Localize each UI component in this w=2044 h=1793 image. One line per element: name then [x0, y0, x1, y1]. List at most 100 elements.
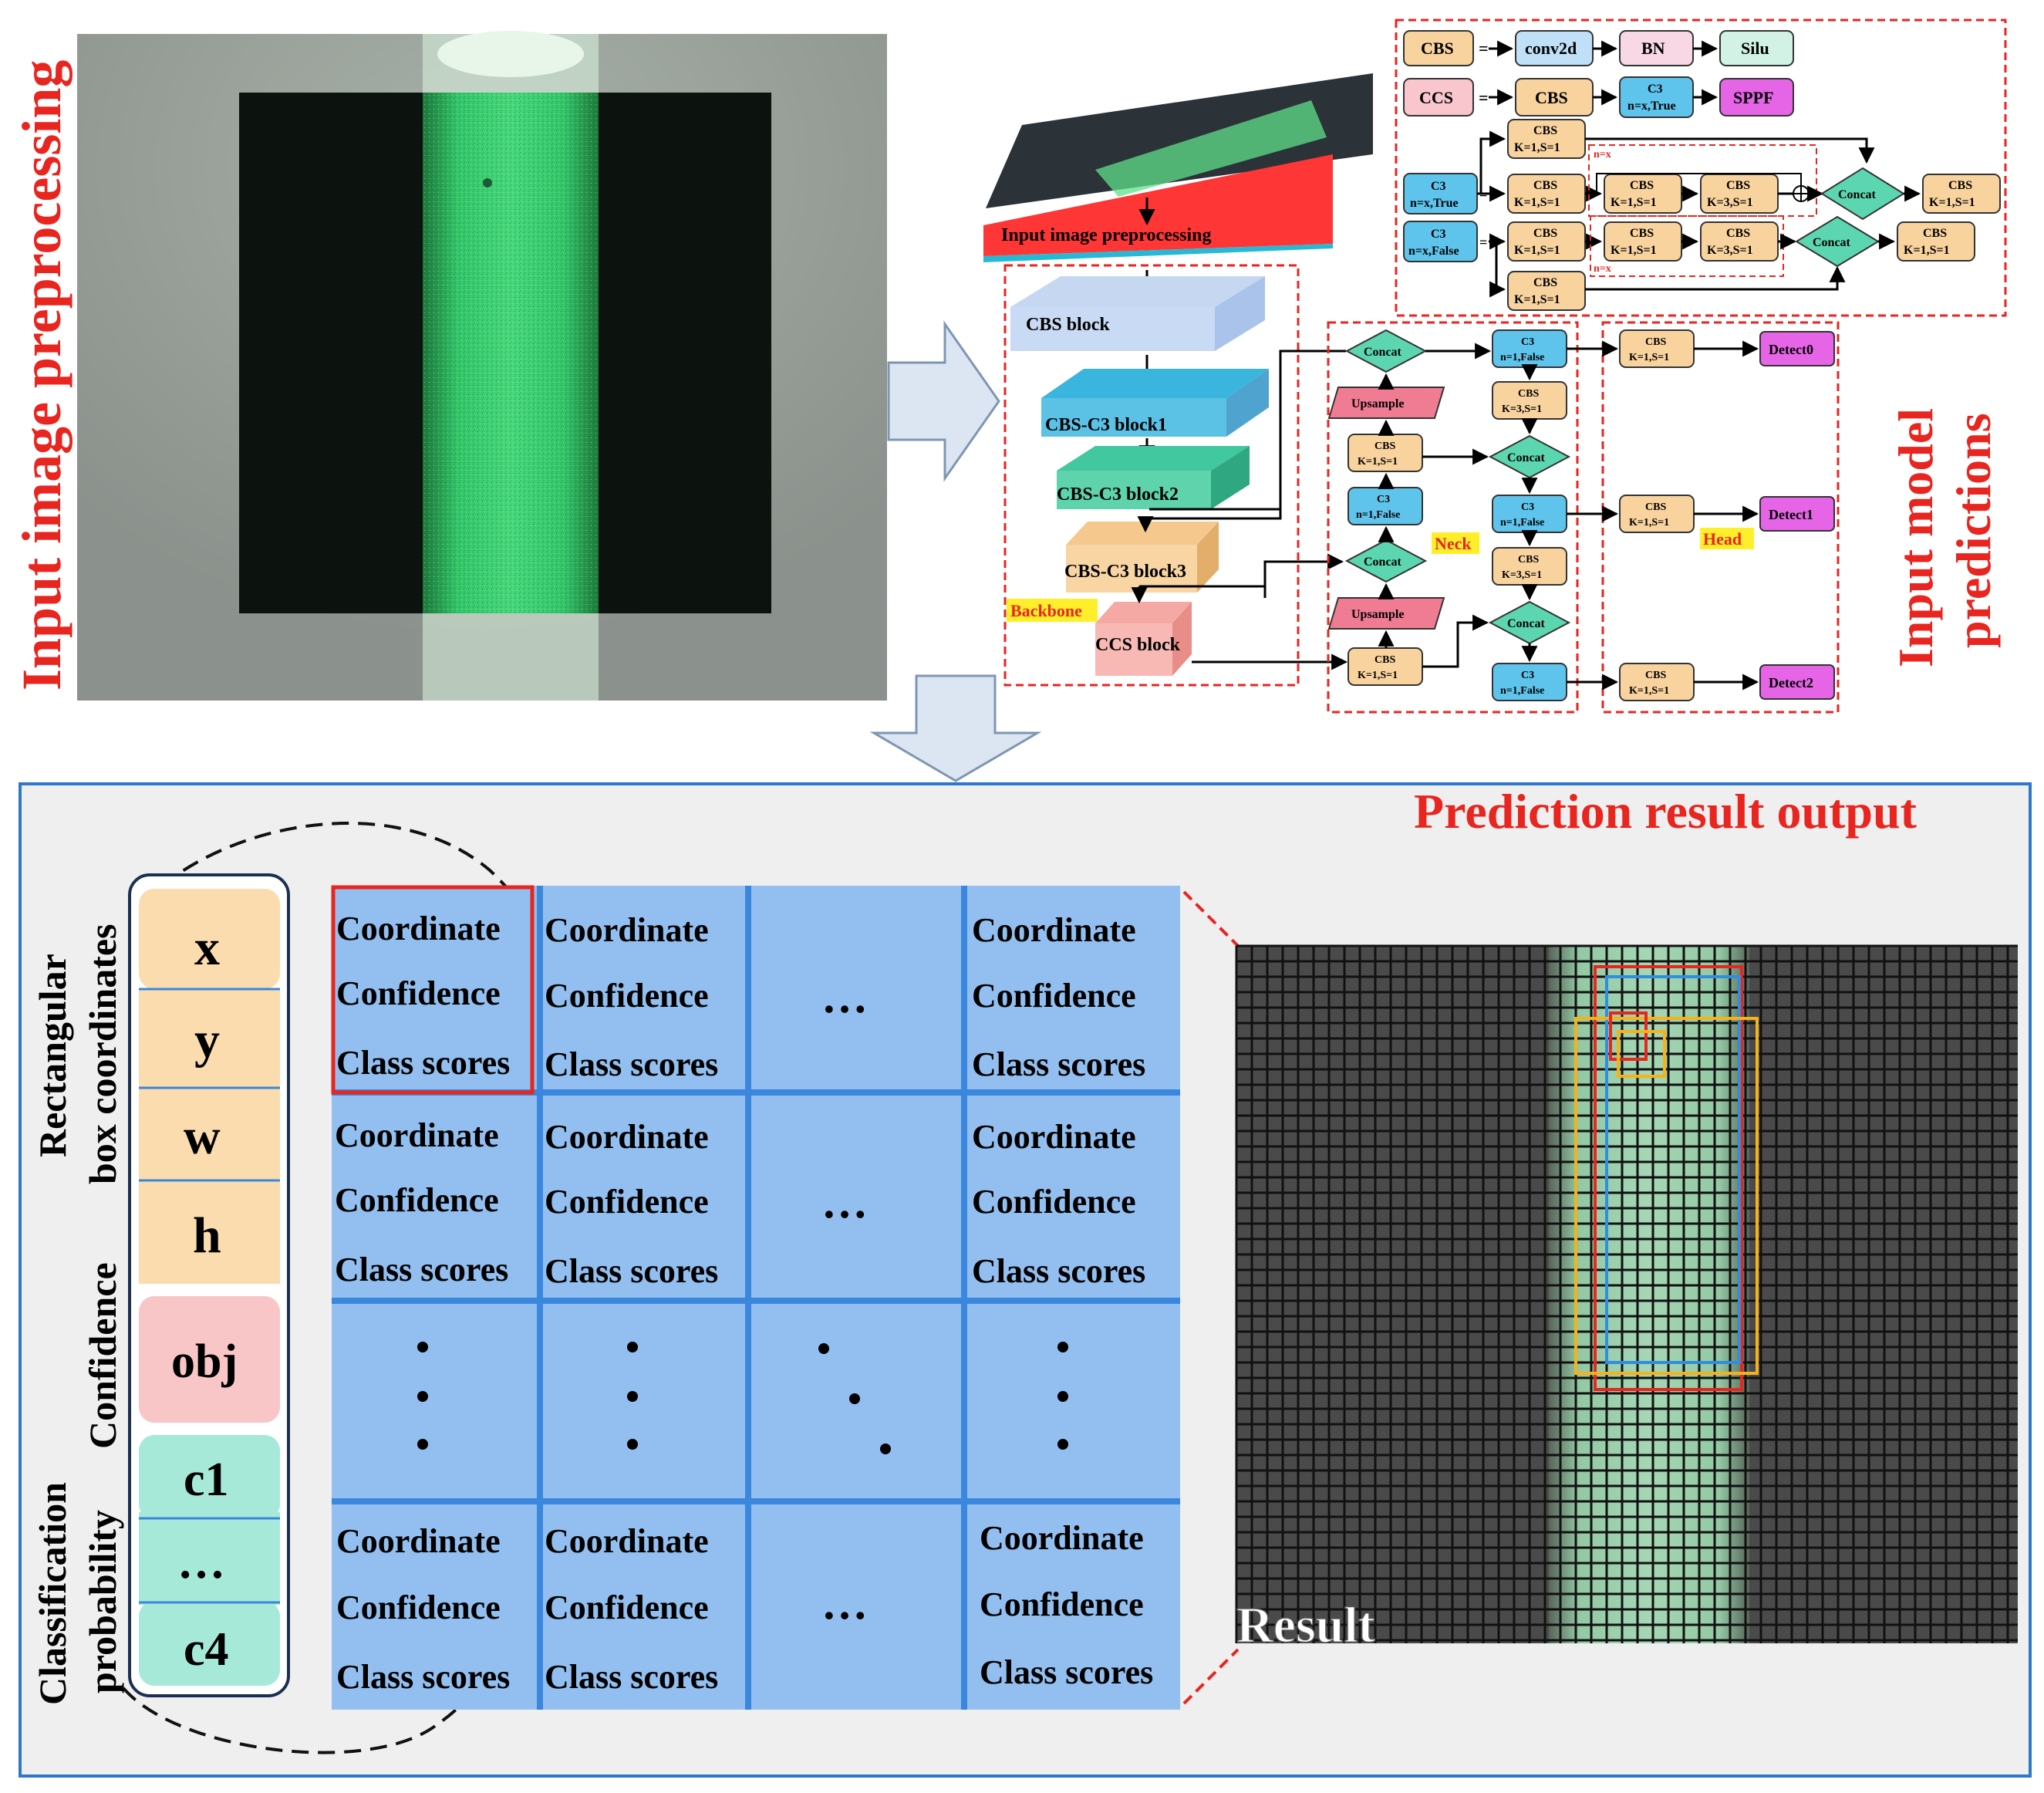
cell-confidence: Confidence: [545, 1589, 709, 1626]
neck-r-c3-3-args: n=1,False: [1500, 685, 1544, 697]
c3false-label: C3: [1431, 228, 1446, 241]
vec-obj: obj: [171, 1335, 238, 1388]
c3false-bottom: CBS: [1533, 276, 1557, 289]
cell-confidence: Confidence: [335, 1181, 499, 1219]
legend-silu: Silu: [1741, 39, 1769, 58]
vec-ellipsis: …: [177, 1536, 225, 1589]
c3true-repeat: n=x: [1594, 149, 1611, 160]
c3true-main-k: K=1,S=1: [1514, 196, 1560, 209]
vec-x: x: [194, 920, 220, 976]
c3true-inner1: CBS: [1630, 179, 1654, 192]
head-section: CBS K=1,S=1 Detect0 CBS K=1,S=1 Detect1 …: [1567, 321, 1840, 714]
stack-preprocess-label: Input image preprocessing: [1001, 225, 1211, 245]
c3true-label: C3: [1431, 180, 1446, 193]
c3true-top-k: K=1,S=1: [1514, 141, 1560, 154]
neck-c3-1-args: n=1,False: [1356, 509, 1400, 521]
grid-cell: Coordinate Confidence Class scores: [972, 1118, 1145, 1290]
grid-cell: Coordinate Confidence Class scores: [545, 911, 718, 1083]
vec-c1: c1: [184, 1454, 229, 1506]
cell-confidence: Confidence: [545, 1183, 709, 1221]
result-image: Result: [1235, 944, 2018, 1654]
c3true-concat: [1820, 167, 1905, 221]
side-conf-1: Confidence: [81, 1262, 124, 1449]
bbox-orange: [1574, 1017, 1759, 1375]
legend-ccs-c3-args: n=x,True: [1627, 100, 1676, 113]
bbox-small-orange: [1617, 1030, 1666, 1078]
block-ccs: CCS block: [1095, 635, 1181, 655]
c3true-concat-label: Concat: [1838, 188, 1877, 201]
head-cbs-1-k: K=1,S=1: [1629, 517, 1669, 528]
head-cbs-2: CBS: [1645, 670, 1666, 681]
cell-coordinate: Coordinate: [972, 1118, 1136, 1156]
side-rect-2: box coordinates: [81, 924, 124, 1185]
module-legend: CBS = conv2d BN Silu CCS = CBS C3 n=x,Tr…: [1395, 19, 2007, 317]
neck-concat-1: Concat: [1364, 346, 1402, 359]
left-vertical-title: Input image preprocessing: [11, 60, 73, 691]
head-cbs-1: CBS: [1645, 501, 1666, 513]
c3true-main-cbs: CBS: [1533, 179, 1557, 192]
neck-r-concat-2: Concat: [1507, 617, 1546, 630]
preprocessing-photo: [77, 31, 887, 701]
neck-upsample-1: Upsample: [1351, 397, 1404, 410]
cell-coordinate: Coordinate: [336, 910, 501, 947]
c3false-inner1-k: K=1,S=1: [1611, 244, 1657, 257]
cell-coordinate: Coordinate: [545, 1522, 709, 1560]
side-rect-1: Rectangular: [31, 954, 74, 1157]
grid-cell: Coordinate Confidence Class scores: [336, 910, 510, 1082]
neck-cbs-2-k: K=1,S=1: [1358, 670, 1398, 681]
vertical-ellipsis: [417, 1342, 1068, 1454]
row-ellipsis: …: [821, 1578, 868, 1629]
output-title: Prediction result output: [1414, 784, 1918, 839]
neck-tag: Neck: [1435, 534, 1472, 553]
cell-confidence: Confidence: [336, 974, 501, 1012]
c3false-args: n=x,False: [1408, 245, 1459, 258]
c3true-out-k: K=1,S=1: [1929, 196, 1975, 209]
grid-cell: Coordinate Confidence Class scores: [545, 1118, 718, 1290]
c3false-inner2-k: K=3,S=1: [1707, 244, 1753, 257]
neck-section: Concat Upsample CBS K=1,S=1 C3 n=1,False…: [1327, 321, 1579, 714]
detect-1: Detect1: [1769, 507, 1813, 522]
c3true-top-cbs: CBS: [1533, 124, 1557, 137]
head-cbs-2-k: K=1,S=1: [1629, 685, 1669, 697]
vec-c4: c4: [184, 1623, 229, 1676]
legend-ccs-c3: C3: [1648, 83, 1663, 96]
right-vertical-title-1: Input model: [1888, 408, 1943, 667]
to-model-arrow: [887, 320, 1000, 482]
cell-class-scores: Class scores: [972, 1252, 1145, 1290]
grid-cell: Coordinate Confidence Class scores: [545, 1522, 718, 1696]
c3false-repeat: n=x: [1594, 263, 1611, 275]
backbone-frame: [1003, 264, 1300, 687]
highlighted-cell: [331, 885, 535, 1095]
row-ellipsis: …: [821, 971, 868, 1022]
side-class-1: Classification: [31, 1482, 74, 1705]
cell-confidence: Confidence: [980, 1585, 1144, 1623]
cell-confidence: Confidence: [972, 977, 1136, 1015]
c3false-concat-label: Concat: [1813, 236, 1851, 249]
cell-class-scores: Class scores: [336, 1658, 510, 1696]
legend-sppf: SPPF: [1733, 88, 1774, 107]
output-panel: Prediction result output x y w h obj c1 …: [19, 782, 2032, 1778]
c3false-bottom-k: K=1,S=1: [1514, 293, 1560, 306]
right-vertical-title-2: predictions: [1946, 413, 2001, 648]
neck-r-cbs-1-k: K=3,S=1: [1502, 404, 1542, 415]
neck-r-c3-3: C3: [1521, 670, 1534, 681]
to-output-arrow: [869, 674, 1042, 782]
c3false-eq: =: [1479, 235, 1487, 250]
cell-coordinate: Coordinate: [336, 1522, 501, 1560]
side-class-2: probability: [81, 1510, 124, 1693]
neck-cbs-1-k: K=1,S=1: [1358, 456, 1398, 468]
c3true-inner1-k: K=1,S=1: [1611, 196, 1657, 209]
grid-cell: Coordinate Confidence Class scores: [972, 911, 1145, 1083]
neck-r-cbs-1: CBS: [1518, 388, 1539, 400]
c3false-out-k: K=1,S=1: [1904, 244, 1950, 257]
neck-r-cbs-2-k: K=3,S=1: [1502, 569, 1542, 581]
cell-coordinate: Coordinate: [335, 1116, 499, 1154]
neck-r-cbs-2: CBS: [1518, 554, 1539, 566]
c3true-inner2: CBS: [1726, 179, 1750, 192]
neck-cbs-1: CBS: [1374, 441, 1395, 452]
block-cbs-c3-2: CBS-C3 block2: [1057, 485, 1179, 505]
bbox-blue: [1605, 975, 1741, 1364]
result-label: Result: [1236, 1597, 1375, 1653]
